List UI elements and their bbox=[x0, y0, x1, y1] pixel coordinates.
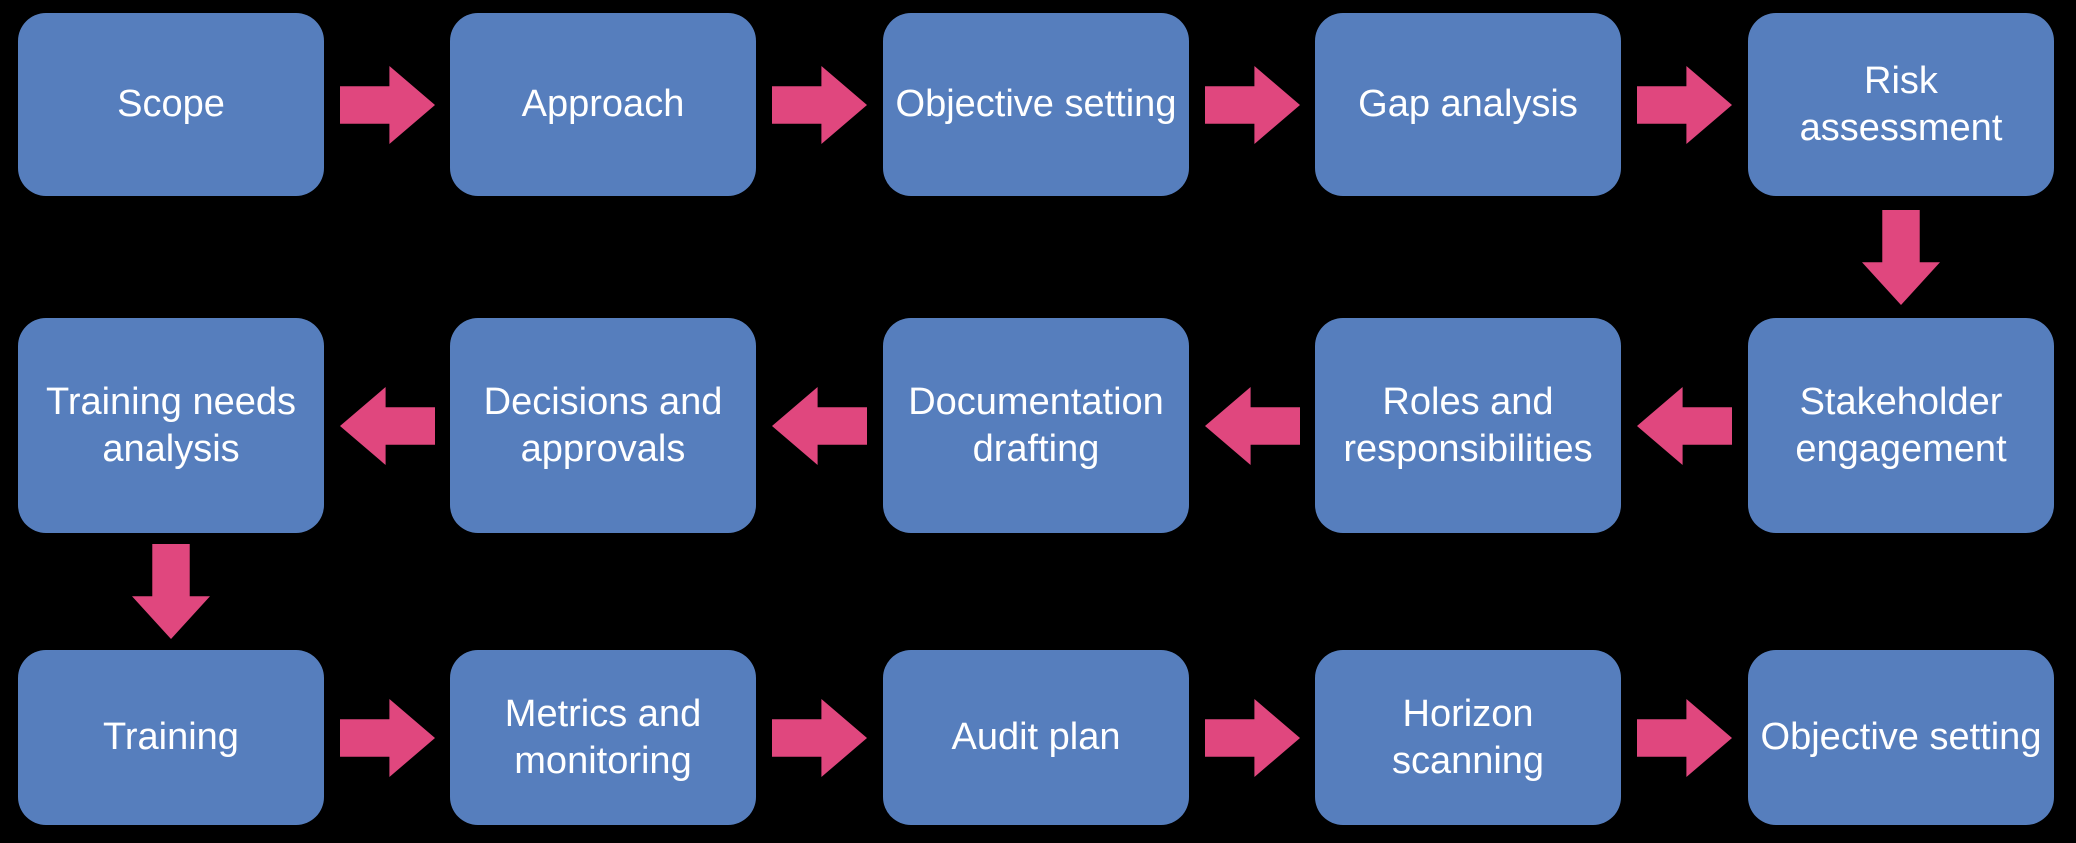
step-documentation-drafting: Documentation drafting bbox=[883, 318, 1189, 533]
arrow-right-icon bbox=[340, 66, 435, 144]
arrow-down-icon bbox=[132, 544, 210, 639]
arrow-left-icon bbox=[1205, 387, 1300, 465]
arrow-right-icon bbox=[772, 66, 867, 144]
arrow-left-icon bbox=[772, 387, 867, 465]
step-training-needs-analysis: Training needs analysis bbox=[18, 318, 324, 533]
step-gap-analysis: Gap analysis bbox=[1315, 13, 1621, 196]
step-scope: Scope bbox=[18, 13, 324, 196]
arrow-right-icon bbox=[340, 699, 435, 777]
step-decisions-and-approvals: Decisions and approvals bbox=[450, 318, 756, 533]
arrow-right-icon bbox=[772, 699, 867, 777]
step-objective-setting-2: Objective setting bbox=[1748, 650, 2054, 825]
step-training: Training bbox=[18, 650, 324, 825]
step-approach: Approach bbox=[450, 13, 756, 196]
step-stakeholder-engagement: Stakeholder engagement bbox=[1748, 318, 2054, 533]
arrow-right-icon bbox=[1205, 66, 1300, 144]
step-horizon-scanning: Horizon scanning bbox=[1315, 650, 1621, 825]
step-metrics-and-monitoring: Metrics and monitoring bbox=[450, 650, 756, 825]
arrow-right-icon bbox=[1205, 699, 1300, 777]
step-roles-and-responsibilities: Roles and responsibilities bbox=[1315, 318, 1621, 533]
arrow-right-icon bbox=[1637, 699, 1732, 777]
step-audit-plan: Audit plan bbox=[883, 650, 1189, 825]
arrow-right-icon bbox=[1637, 66, 1732, 144]
step-risk-assessment: Risk assessment bbox=[1748, 13, 2054, 196]
arrow-left-icon bbox=[1637, 387, 1732, 465]
arrow-left-icon bbox=[340, 387, 435, 465]
arrow-down-icon bbox=[1862, 210, 1940, 305]
step-objective-setting: Objective setting bbox=[883, 13, 1189, 196]
